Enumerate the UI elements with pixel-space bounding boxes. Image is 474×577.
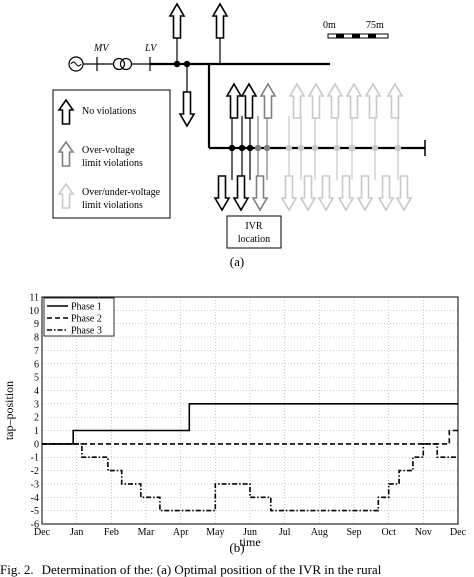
x-tick-label: Apr: [173, 527, 189, 538]
load-arrow-icon: [251, 175, 269, 212]
y-tick-label: -5: [31, 506, 39, 517]
x-tick-label: Oct: [381, 527, 396, 538]
x-axis-label: time: [239, 535, 260, 549]
load-arrow-icon: [337, 175, 355, 212]
chart-series: [42, 403, 458, 512]
legend-arrow-icon: [57, 98, 75, 125]
x-tick-label: Mar: [138, 527, 155, 538]
y-tick-label: 10: [29, 306, 39, 317]
x-tick-label: Dec: [34, 527, 51, 538]
x-tick-label: Dec: [450, 527, 467, 538]
legend-entry: Phase 1: [71, 302, 102, 313]
y-tick-label: 4: [34, 386, 39, 397]
figure-caption: Fig. 2. Determination of the: (a) Optimal…: [0, 562, 474, 577]
legend-arrow-icon: [57, 140, 75, 167]
load-arrow-icon: [280, 175, 298, 212]
chart-legend-box: [43, 297, 115, 337]
y-tick-label: -3: [31, 479, 39, 490]
y-axis-label: tap–position: [2, 381, 16, 440]
x-tick-label: Jul: [279, 527, 291, 538]
load-arrow-icon: [326, 82, 344, 119]
series-phase-3: [42, 443, 458, 512]
load-arrow-icon: [288, 82, 306, 119]
load-arrow-icon: [317, 175, 335, 212]
panel-label-b: (b): [229, 540, 245, 555]
caption-prefix: Fig. 2.: [0, 562, 34, 577]
x-tick-label: Jun: [243, 527, 257, 538]
legend-label: No violations: [82, 106, 136, 117]
y-tick-label: -4: [31, 493, 39, 504]
legend-label: limit violations: [82, 158, 143, 169]
scale-end-label: 75m: [366, 20, 384, 31]
x-tick-label: Sep: [347, 527, 362, 538]
x-tick-label: Feb: [104, 527, 119, 538]
ivr-label-line2: location: [238, 234, 270, 245]
chart-svg: Dec Jan Feb Mar Apr May Jun Jul Aug Sep Oct Nov Dec 1…: [2, 293, 467, 550]
y-tick-label: 0: [34, 439, 39, 450]
load-arrow-icon: [345, 82, 363, 119]
load-arrow-icon: [356, 175, 374, 212]
legend-label: limit violations: [82, 200, 143, 211]
load-arrow-icon: [259, 82, 277, 119]
legend-entry: Phase 2: [71, 314, 102, 325]
transformer-icon: [112, 57, 126, 71]
lv-label: LV: [144, 43, 158, 54]
series-phase-2: [42, 429, 458, 445]
load-arrow-icon: [178, 91, 196, 128]
ivr-location-box: [226, 215, 282, 249]
load-arrow-icon: [240, 82, 258, 119]
y-tick-label: 9: [34, 319, 39, 330]
y-tick-label: -1: [31, 453, 39, 464]
legend-entry: Phase 3: [71, 326, 102, 337]
y-tick-label: 6: [34, 359, 39, 370]
legend-label: Over/under-voltage: [82, 187, 161, 198]
load-arrow-icon: [307, 82, 325, 119]
load-arrow-icon: [213, 175, 231, 212]
y-tick-label: -6: [31, 520, 39, 531]
y-tick-label: 1: [34, 426, 39, 437]
y-tick-label: 8: [34, 333, 39, 344]
y-tick-label: -2: [31, 466, 39, 477]
diagram-legend: [52, 89, 171, 219]
x-tick-label: Jan: [70, 527, 83, 538]
ivr-label-line1: IVR: [245, 221, 263, 232]
mv-label: MV: [93, 43, 110, 54]
x-tick-label: Aug: [311, 527, 328, 538]
y-tick-label: 3: [34, 399, 39, 410]
load-arrow-icon: [225, 82, 243, 119]
tap-position-chart: Dec Jan Feb Mar Apr May Jun Jul Aug Sep Oct Nov Dec 1…: [0, 285, 474, 550]
legend-arrow-icon: [57, 182, 75, 209]
caption-text: Determination of the: (a) Optimal positi…: [41, 562, 382, 577]
load-arrow-icon: [377, 175, 395, 212]
load-arrow-icon: [386, 82, 404, 119]
load-arrow-icon: [168, 2, 186, 39]
panel-label-a: (a): [229, 254, 245, 269]
load-arrow-icon: [232, 175, 250, 212]
load-arrow-icon: [211, 2, 229, 39]
chart-ticks: Dec Jan Feb Mar Apr May Jun Jul Aug Sep Oct Nov Dec 1…: [29, 293, 467, 539]
y-tick-label: 5: [34, 373, 39, 384]
plot-area: [41, 296, 459, 525]
x-tick-label: Nov: [415, 527, 432, 538]
load-arrow-icon: [364, 82, 382, 119]
load-arrow-icon: [395, 175, 413, 212]
load-arrow-icon: [299, 175, 317, 212]
scale-bar: [327, 33, 389, 39]
scale-start-label: 0m: [323, 20, 336, 31]
x-tick-label: May: [206, 527, 224, 538]
y-tick-label: 7: [34, 346, 39, 357]
y-tick-label: 2: [34, 413, 39, 424]
legend-label: Over-voltage: [82, 145, 135, 156]
y-tick-label: 11: [29, 293, 39, 304]
ac-wave-icon: [70, 61, 82, 67]
load-arrows: [168, 2, 413, 212]
